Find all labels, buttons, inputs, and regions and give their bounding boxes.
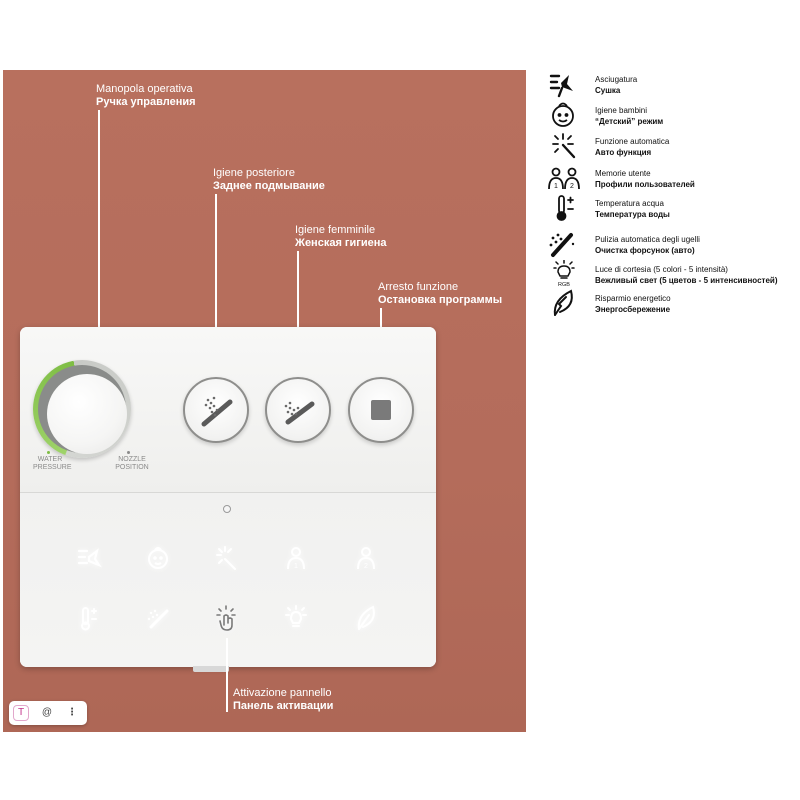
feminine-spray-icon xyxy=(284,401,315,425)
text-tool-button[interactable]: T xyxy=(13,705,29,721)
panel-eco-icon[interactable] xyxy=(351,603,381,633)
svg-text:1: 1 xyxy=(294,563,298,570)
callout-rear-line xyxy=(215,194,217,394)
water-pressure-label: WATER PRESSURE xyxy=(33,456,72,471)
svg-text:2: 2 xyxy=(364,563,368,570)
panel-nozzle-clean-icon[interactable] xyxy=(143,603,173,633)
child-face-icon xyxy=(552,102,574,127)
legend-item-light: RGB Luce di cortesia (5 colori - 5 inten… xyxy=(547,260,800,290)
panel-touch-section xyxy=(20,493,436,667)
legend-item-eco: Risparmio energetico Энергосбережение xyxy=(547,289,800,319)
more-options-button[interactable]: ⋮ xyxy=(67,707,77,718)
panel-light-icon[interactable] xyxy=(281,603,311,633)
svg-text:RGB: RGB xyxy=(558,282,570,288)
thermometer-icon xyxy=(556,195,574,221)
control-knob[interactable] xyxy=(33,360,131,458)
callout-rear-label: Igiene posteriore Заднее подмывание xyxy=(213,167,325,192)
callout-feminine-line xyxy=(297,251,299,394)
panel-dry-icon[interactable] xyxy=(73,543,103,573)
panel-activation-icon[interactable] xyxy=(211,603,241,633)
nozzle-position-dot xyxy=(127,451,130,454)
panel-auto-icon[interactable] xyxy=(211,543,241,573)
legend-item-auto: Funzione automatica Авто функция xyxy=(547,132,800,162)
callout-knob-line xyxy=(98,110,100,380)
panel-child-icon[interactable] xyxy=(143,543,173,573)
panel-user2-icon[interactable]: 2 xyxy=(351,543,381,573)
proximity-sensor xyxy=(223,505,231,513)
water-pressure-dot xyxy=(47,451,50,454)
callout-knob-label: Manopola operativa Ручка управления xyxy=(96,83,196,108)
users-icon: 1 2 xyxy=(548,167,580,190)
eco-leaf-icon xyxy=(553,289,573,316)
image-toolbar: T @ ⋮ xyxy=(9,701,87,725)
rear-hygiene-button[interactable] xyxy=(183,377,249,443)
legend-item-dry: Asciugatura Сушка xyxy=(547,70,800,100)
nozzle-position-label: NOZZLE POSITION xyxy=(115,456,149,471)
legend-item-child: Igiene bambini “Детский” режим xyxy=(547,101,800,131)
panel-user1-icon[interactable]: 1 xyxy=(281,543,311,573)
rgb-light-icon: RGB xyxy=(553,260,575,288)
lens-search-button[interactable]: @ xyxy=(41,707,53,718)
nozzle-clean-icon xyxy=(549,233,575,257)
product-photo: Manopola operativa Ручка управления Igie… xyxy=(3,70,526,732)
svg-text:1: 1 xyxy=(554,183,558,190)
legend-item-temperature: Temperatura acqua Температура воды xyxy=(547,194,800,224)
magic-wand-icon xyxy=(552,133,576,159)
panel-temperature-icon[interactable] xyxy=(73,603,103,633)
stop-icon xyxy=(371,400,391,420)
legend-item-nozzle-clean: Pulizia automatica degli ugelli Очистка … xyxy=(547,230,800,260)
callout-feminine-label: Igiene femminile Женская гигиена xyxy=(295,224,387,249)
knob-cap xyxy=(47,374,127,454)
fan-dry-icon xyxy=(549,74,573,98)
callout-activation-line xyxy=(226,638,228,712)
callout-stop-label: Arresto funzione Остановка программы xyxy=(378,281,503,306)
rear-spray-icon xyxy=(201,396,233,427)
legend-item-users: 1 2 Memorie utente Профили пользователей xyxy=(547,164,800,194)
feminine-hygiene-button[interactable] xyxy=(265,377,331,443)
callout-activation-label: Attivazione pannello Панель активации xyxy=(233,687,334,712)
svg-text:2: 2 xyxy=(570,183,574,190)
panel-release-tab[interactable] xyxy=(193,666,229,672)
stop-button[interactable] xyxy=(348,377,414,443)
